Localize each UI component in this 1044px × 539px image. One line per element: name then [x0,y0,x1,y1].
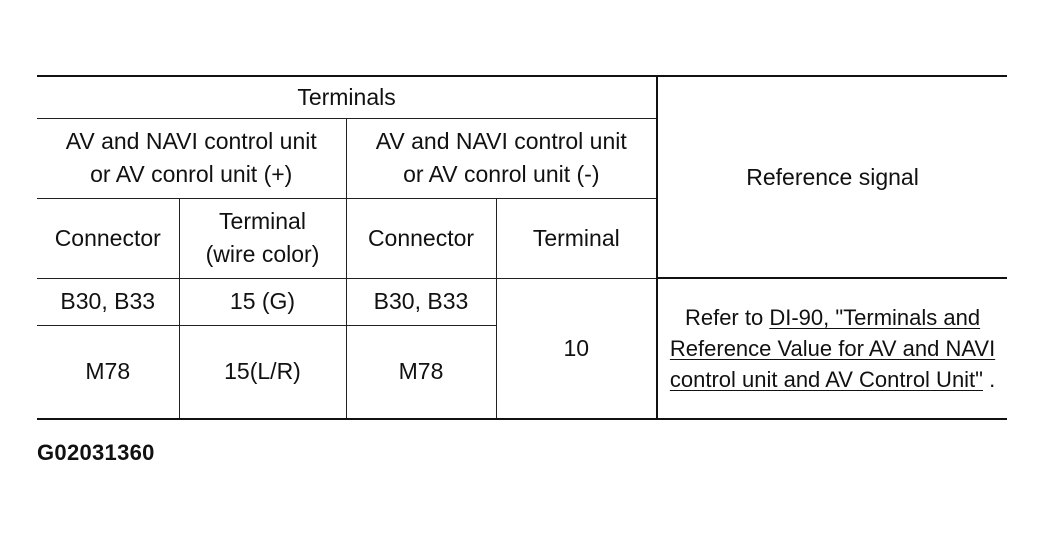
terminal-plus-header-line-2: (wire color) [205,241,320,267]
header-row-terminals: Terminals Reference signal [37,75,1008,279]
header-row-groups: AV and NAVI control unit or AV conrol un… [37,117,1007,199]
terminal-plus-cell: 15(L/R) [178,324,347,420]
reference-signal-header: Reference signal [656,75,1008,279]
connector-plus-cell: B30, B33 [37,277,180,326]
terminals-header: Terminals [37,75,658,119]
group-minus-line-2: or AV conrol unit (-) [403,161,600,187]
terminals-table: Terminals Reference signal AV and NAVI c… [37,75,1008,420]
connector-minus-cell: B30, B33 [345,277,497,326]
reference-suffix: . [982,366,996,392]
group-plus-line-2: or AV conrol unit (+) [90,161,293,187]
group-minus-header: AV and NAVI control unit or AV conrol un… [345,117,658,199]
connector-minus-header: Connector [345,197,497,279]
reference-link[interactable]: DI-90, "Terminals and Reference Value fo… [669,304,996,392]
reference-prefix: Refer to [684,304,770,330]
terminals-table-container: Terminals Reference signal AV and NAVI c… [37,75,1008,420]
table-row: M78 15(L/R) M78 [37,324,1007,420]
connector-plus-header: Connector [37,197,180,279]
terminal-plus-header: Terminal (wire color) [178,197,347,279]
table-row: B30, B33 15 (G) B30, B33 10 Refer to DI-… [37,277,1008,420]
terminal-minus-cell: 10 [495,277,658,420]
header-row-columns: Connector Terminal (wire color) Connecto… [37,197,1007,279]
terminal-plus-header-line-1: Terminal [219,208,306,234]
figure-id: G02031360 [37,440,155,465]
group-plus-header: AV and NAVI control unit or AV conrol un… [37,117,347,199]
group-minus-line-1: AV and NAVI control unit [375,128,627,154]
connector-minus-cell: M78 [345,324,497,420]
terminal-minus-header: Terminal [495,197,658,279]
connector-plus-cell: M78 [37,324,180,420]
terminal-plus-cell: 15 (G) [178,277,347,326]
reference-signal-cell: Refer to DI-90, "Terminals and Reference… [656,277,1008,420]
group-plus-line-1: AV and NAVI control unit [65,128,317,154]
